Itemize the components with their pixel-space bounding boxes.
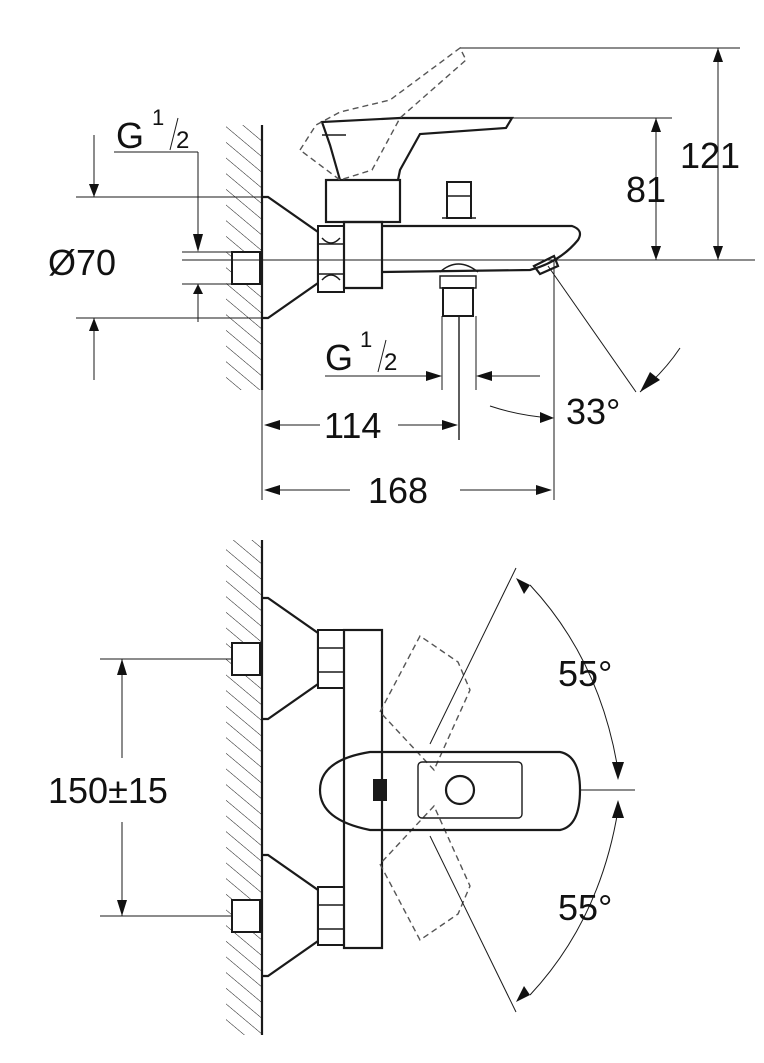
- lever-left-dashed: [379, 634, 471, 772]
- thread-bottom-label: G 1 2: [325, 316, 540, 390]
- spout-angle-label: 33°: [566, 391, 620, 432]
- diameter-label: Ø70: [48, 242, 116, 283]
- spout-angle-dim: 33°: [489, 260, 681, 500]
- diverter-knob: [442, 181, 476, 219]
- thread-top-sup: 1: [152, 105, 164, 130]
- thread-top-sub: 2: [176, 127, 189, 154]
- depth-spout-label: 114: [324, 405, 381, 446]
- lever-angle-upper-dim: 55°: [429, 567, 624, 780]
- lever-angle-upper-label: 55°: [558, 653, 612, 694]
- thread-bottom-sub: 2: [384, 349, 397, 376]
- inlet-stub: [231, 251, 261, 285]
- escutcheon-side: [262, 195, 320, 320]
- wall-top: [226, 540, 264, 1035]
- thread-bottom-base: G: [325, 337, 353, 378]
- mixer-body-side: [342, 220, 384, 290]
- connection-spacing-dim: 150±15: [48, 658, 232, 917]
- thread-bottom-sup: 1: [360, 327, 372, 352]
- lever-angle-lower-label: 55°: [558, 887, 612, 928]
- height-total-label: 121: [680, 135, 740, 176]
- connection-upper: [231, 596, 345, 721]
- depth-total-label: 168: [368, 470, 428, 511]
- connection-lower: [231, 853, 345, 978]
- spout-side: [381, 224, 582, 274]
- depth-168-dim: 168: [264, 470, 552, 511]
- connection-spacing-label: 150±15: [48, 770, 168, 811]
- height-dims: 121 81: [460, 47, 740, 260]
- lever-raised-dashed: [299, 46, 467, 181]
- diameter-dim: Ø70: [48, 135, 262, 380]
- thread-top-base: G: [116, 115, 144, 156]
- thread-top-label: G 1 2: [114, 105, 203, 252]
- bottom-outlet: [439, 275, 477, 440]
- lever-side: [320, 116, 514, 181]
- spout-outlet: [532, 254, 560, 276]
- depth-114-dim: 114: [261, 390, 458, 500]
- side-view: G 1 2 Ø70: [48, 46, 755, 511]
- lever-angle-lower-dim: 55°: [429, 800, 624, 1013]
- cartridge-housing: [324, 178, 402, 224]
- top-view: 55° 55° 150±15: [48, 540, 635, 1035]
- lever-button: [444, 774, 476, 806]
- height-lever-label: 81: [626, 169, 666, 210]
- hex-nut-side: [317, 225, 345, 293]
- lever-right-dashed: [379, 804, 471, 942]
- lever-top: [318, 750, 582, 832]
